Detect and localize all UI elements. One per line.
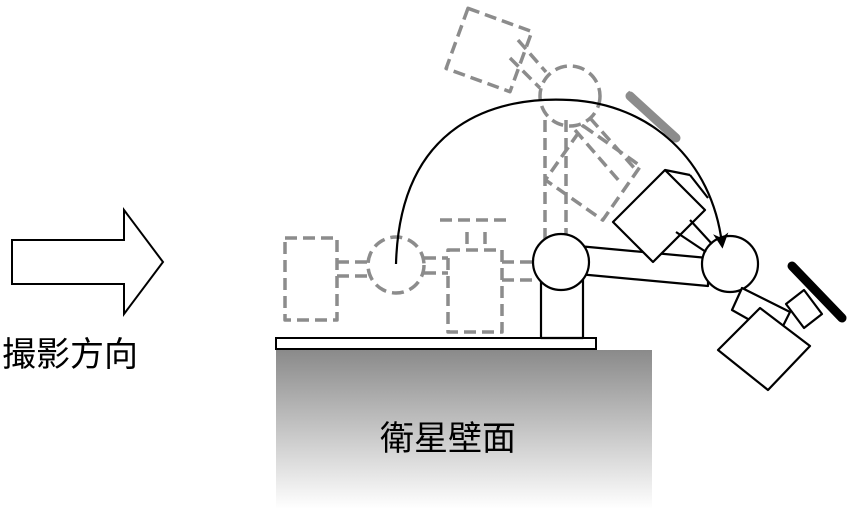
motion-arc-arrow [394, 98, 729, 265]
shooting-direction-label: 撮影方向 [2, 335, 138, 375]
ghost-handle-bar [625, 91, 681, 143]
satellite-wall [276, 350, 652, 509]
ghost-arm-raised [444, 6, 682, 240]
robot-arm-current [531, 168, 847, 392]
lower-camera-handle-bar [787, 261, 847, 323]
shooting-direction-arrow [11, 207, 165, 317]
satellite-surface-label: 衛星壁面 [380, 419, 516, 459]
ghost-arm-stowed [283, 218, 538, 334]
base-plate [275, 337, 597, 350]
